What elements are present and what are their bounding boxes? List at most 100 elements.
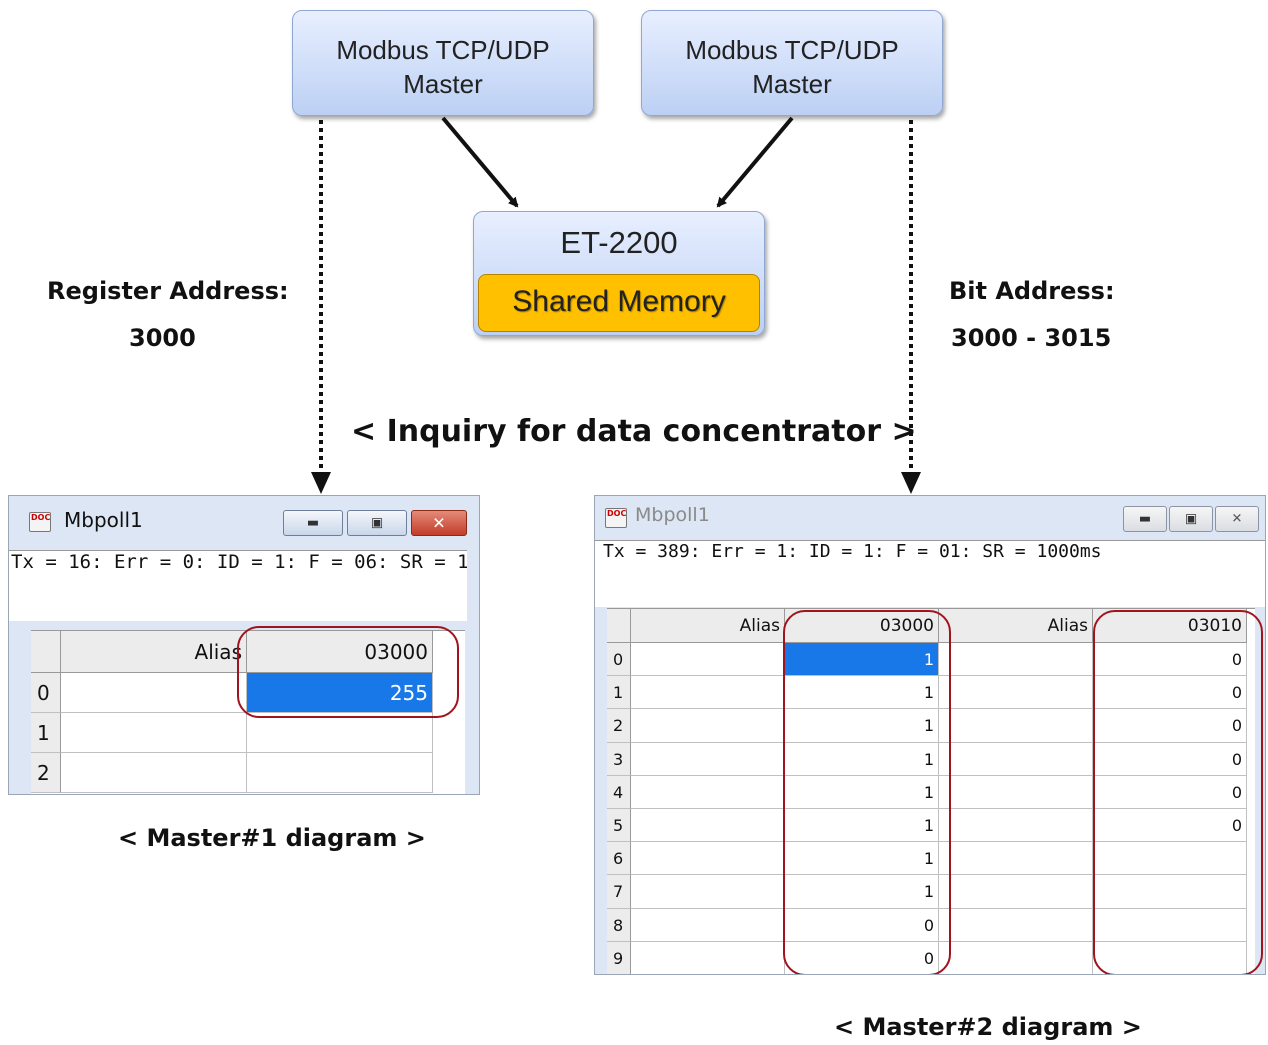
- value-cell-selected[interactable]: 255: [247, 673, 433, 713]
- window2-status: Tx = 389: Err = 1: ID = 1: F = 01: SR = …: [595, 540, 1265, 607]
- alias-header: Alias: [61, 631, 247, 673]
- value-cell[interactable]: 0: [1093, 809, 1247, 843]
- window2-titlebar[interactable]: DOC Mbpoll1 ▬ ▣ ✕: [595, 496, 1265, 540]
- highlight-ring-03000: [237, 626, 459, 718]
- alias-cell[interactable]: [939, 908, 1093, 942]
- value-cell[interactable]: [247, 713, 433, 753]
- value-cell-selected[interactable]: 1: [785, 643, 939, 677]
- maximize-button[interactable]: ▣: [347, 510, 407, 536]
- arrow-master1-to-et: [441, 116, 519, 208]
- alias-cell[interactable]: [939, 643, 1093, 677]
- master2-line2: Master: [752, 69, 832, 99]
- value-cell[interactable]: [1093, 875, 1247, 909]
- dotted-arrow-right-head: [901, 472, 921, 494]
- minimize-icon: ▬: [1138, 511, 1152, 527]
- alias-cell[interactable]: [939, 842, 1093, 876]
- shared-memory-block: Shared Memory: [478, 274, 760, 332]
- value-cell[interactable]: 0: [1093, 775, 1247, 809]
- row-header: 0: [607, 643, 631, 677]
- alias-cell[interactable]: [631, 709, 785, 743]
- alias-cell[interactable]: [939, 709, 1093, 743]
- value-cell[interactable]: 1: [785, 875, 939, 909]
- alias-cell[interactable]: [631, 742, 785, 776]
- row-header: 9: [607, 941, 631, 974]
- close-button[interactable]: ✕: [1215, 506, 1259, 532]
- value-cell[interactable]: 1: [785, 809, 939, 843]
- alias-cell[interactable]: [61, 673, 247, 713]
- value-cell[interactable]: 0: [1093, 676, 1247, 710]
- alias-cell[interactable]: [631, 875, 785, 909]
- maximize-button[interactable]: ▣: [1169, 506, 1213, 532]
- value-cell[interactable]: 1: [785, 842, 939, 876]
- alias-cell[interactable]: [631, 842, 785, 876]
- doc-icon: DOC: [605, 508, 627, 528]
- window1-titlebar[interactable]: DOC Mbpoll1 ▬ ▣ ✕: [9, 496, 479, 540]
- value-cell[interactable]: 0: [1093, 742, 1247, 776]
- row-header: 4: [607, 775, 631, 809]
- value-cell[interactable]: 1: [785, 676, 939, 710]
- register-address-value: 3000: [129, 324, 196, 352]
- row-header: 2: [607, 709, 631, 743]
- grid-corner: [607, 609, 631, 643]
- master1-box: Modbus TCP/UDP Master: [292, 10, 594, 116]
- row-header: 0: [31, 673, 61, 713]
- minimize-button[interactable]: ▬: [283, 510, 343, 536]
- master1-caption: < Master#1 diagram >: [118, 824, 426, 852]
- value-cell[interactable]: 1: [785, 775, 939, 809]
- mbpoll-window-2: DOC Mbpoll1 ▬ ▣ ✕ Tx = 389: Err = 1: ID …: [594, 495, 1266, 975]
- close-icon: ✕: [432, 513, 446, 533]
- mbpoll-window-1: DOC Mbpoll1 ▬ ▣ ✕ Tx = 16: Err = 0: ID =…: [8, 495, 480, 795]
- value-cell[interactable]: 0: [785, 908, 939, 942]
- close-button[interactable]: ✕: [411, 510, 467, 536]
- column-header-03010: 03010: [1093, 609, 1247, 643]
- row-header: 2: [31, 753, 61, 793]
- alias-cell[interactable]: [939, 775, 1093, 809]
- alias-cell[interactable]: [631, 908, 785, 942]
- row-header: 8: [607, 908, 631, 942]
- dotted-arrow-left-head: [311, 472, 331, 494]
- inquiry-caption: < Inquiry for data concentrator >: [351, 414, 917, 449]
- master1-line2: Master: [403, 69, 483, 99]
- alias-cell[interactable]: [631, 676, 785, 710]
- arrow-master2-to-et: [716, 116, 794, 208]
- alias-cell[interactable]: [939, 809, 1093, 843]
- et2200-title: ET-2200: [560, 225, 678, 260]
- value-cell[interactable]: 0: [1093, 709, 1247, 743]
- alias-header-2: Alias: [939, 609, 1093, 643]
- alias-cell[interactable]: [61, 713, 247, 753]
- minimize-button[interactable]: ▬: [1123, 506, 1167, 532]
- alias-cell[interactable]: [631, 809, 785, 843]
- alias-cell[interactable]: [631, 775, 785, 809]
- window2-title: Mbpoll1: [635, 504, 710, 526]
- value-cell[interactable]: [247, 753, 433, 793]
- alias-cell[interactable]: [939, 742, 1093, 776]
- master2-caption: < Master#2 diagram >: [834, 1013, 1142, 1041]
- value-cell[interactable]: [1093, 842, 1247, 876]
- alias-cell[interactable]: [631, 941, 785, 974]
- master1-line1: Modbus TCP/UDP: [336, 35, 550, 65]
- value-cell[interactable]: 1: [785, 742, 939, 776]
- alias-cell[interactable]: [939, 875, 1093, 909]
- maximize-icon: ▣: [1184, 511, 1198, 527]
- window1-title: Mbpoll1: [64, 508, 143, 532]
- register-address-label: Register Address:: [47, 277, 289, 305]
- highlight-ring-03010: [1093, 610, 1263, 974]
- value-cell[interactable]: 1: [785, 709, 939, 743]
- alias-cell[interactable]: [631, 643, 785, 677]
- alias-cell[interactable]: [61, 753, 247, 793]
- doc-icon: DOC: [29, 512, 51, 532]
- bit-address-label: Bit Address:: [949, 277, 1115, 305]
- alias-header-1: Alias: [631, 609, 785, 643]
- close-icon: ✕: [1231, 511, 1243, 527]
- value-cell[interactable]: 0: [1093, 643, 1247, 677]
- row-header: 5: [607, 809, 631, 843]
- value-cell[interactable]: [1093, 908, 1247, 942]
- row-header: 1: [607, 676, 631, 710]
- maximize-icon: ▣: [370, 515, 384, 531]
- window1-status: Tx = 16: Err = 0: ID = 1: F = 06: SR = 1: [9, 550, 467, 621]
- row-header: 3: [607, 742, 631, 776]
- alias-cell[interactable]: [939, 676, 1093, 710]
- master2-line1: Modbus TCP/UDP: [685, 35, 899, 65]
- alias-cell[interactable]: [939, 941, 1093, 974]
